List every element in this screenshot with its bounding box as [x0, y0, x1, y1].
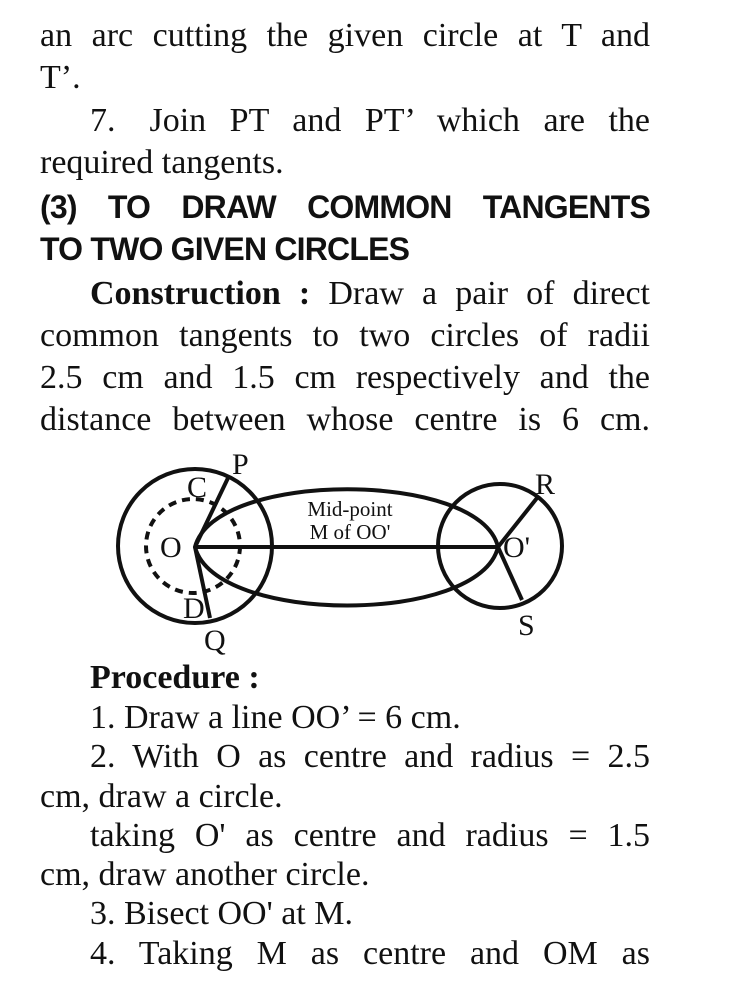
- label-c: C: [187, 471, 207, 504]
- construction-line: Construction : Draw a pair of direct: [90, 274, 650, 314]
- midpoint-label: M of OO': [310, 520, 391, 544]
- procedure-step: taking O' as centre and radius = 1.5: [90, 817, 650, 854]
- line-op: [193, 477, 230, 548]
- text-line: T’.: [40, 59, 81, 96]
- line-oq: [193, 546, 212, 619]
- text: Draw a pair of direct: [328, 275, 651, 312]
- procedure-step: cm, draw a circle.: [40, 778, 283, 815]
- label-r: R: [535, 468, 555, 501]
- procedure-title: Procedure :: [90, 659, 260, 696]
- line-o-prime-s: [496, 546, 524, 601]
- text-line: required tangents.: [40, 144, 284, 181]
- procedure-step: 3. Bisect OO' at M.: [90, 895, 353, 932]
- procedure-step: 2. With O as centre and radius = 2.5: [90, 738, 650, 775]
- midpoint-label: Mid-point: [307, 497, 392, 521]
- construction-label: Construction :: [90, 275, 311, 312]
- procedure-step: 4. Taking M as centre and OM as: [90, 935, 650, 972]
- procedure-step: 1. Draw a line OO’ = 6 cm.: [90, 699, 461, 736]
- label-o: O: [160, 531, 182, 564]
- label-q: Q: [204, 624, 226, 657]
- label-p: P: [232, 448, 249, 481]
- step-7: 7. Join PT and PT’ which are the: [90, 102, 650, 139]
- section-heading: (3) TO DRAW COMMON TANGENTS: [40, 189, 651, 225]
- text-line: common tangents to two circles of radii: [40, 317, 650, 354]
- label-d: D: [183, 592, 205, 625]
- section-heading: TO TWO GIVEN CIRCLES: [40, 231, 410, 267]
- line-o-prime-r: [496, 496, 539, 549]
- procedure-step: cm, draw another circle.: [40, 856, 370, 893]
- text-line: an arc cutting the given circle at T and: [40, 17, 650, 54]
- label-o-prime: O': [503, 531, 530, 564]
- text-line: distance between whose centre is 6 cm.: [40, 401, 650, 438]
- text-line: 2.5 cm and 1.5 cm respectively and the: [40, 359, 650, 396]
- label-s: S: [518, 609, 535, 642]
